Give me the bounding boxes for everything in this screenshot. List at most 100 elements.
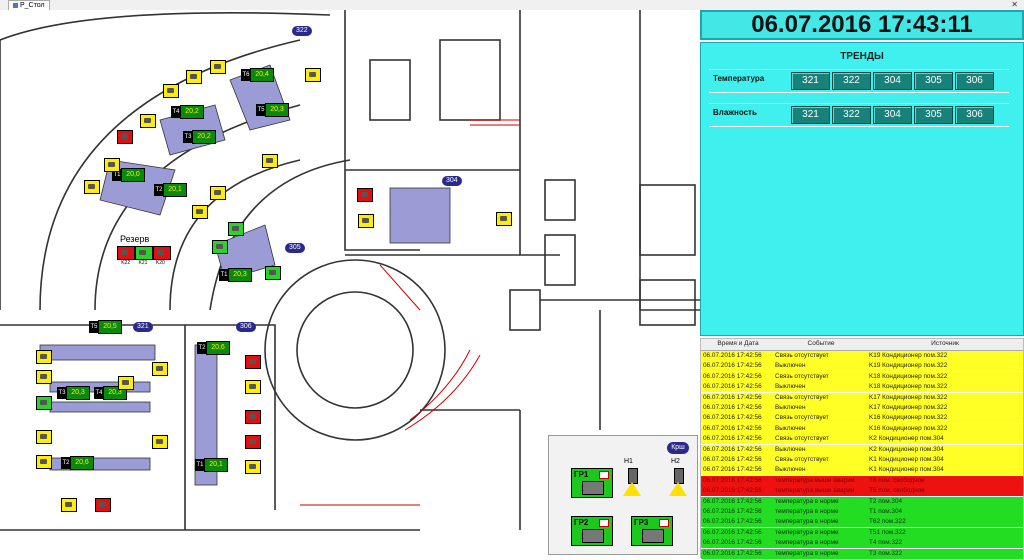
ac-unit-icon[interactable]: [210, 186, 226, 200]
ac-unit-icon[interactable]: [357, 188, 373, 202]
ac-unit-icon[interactable]: [305, 68, 321, 82]
ac-unit-icon[interactable]: [245, 380, 261, 394]
trend-row-label: Влажность: [713, 108, 757, 117]
trend-row-humidity: Влажность 321 322 304 305 306: [709, 103, 1009, 127]
reserve-label: Резерв: [120, 234, 150, 244]
event-cell-event: Выключен: [775, 404, 806, 411]
ac-unit-icon[interactable]: [265, 266, 281, 280]
pump-icon[interactable]: [669, 468, 687, 498]
close-icon[interactable]: ✕: [1011, 0, 1018, 9]
group-gr2[interactable]: ГР2: [571, 516, 613, 546]
ac-unit-icon[interactable]: [104, 158, 120, 172]
trend-button-hum-306[interactable]: 306: [955, 106, 994, 124]
trend-button-temp-305[interactable]: 305: [914, 72, 953, 90]
group-gr1[interactable]: ГР1: [571, 468, 613, 498]
trend-button-hum-322[interactable]: 322: [832, 106, 871, 124]
ac-unit-icon[interactable]: [186, 70, 202, 84]
trend-button-hum-305[interactable]: 305: [914, 106, 953, 124]
event-row[interactable]: 06.07.2016 17:42:56 температура выше авар…: [701, 475, 1023, 487]
ac-unit-icon[interactable]: [212, 240, 228, 254]
group-gr3[interactable]: ГР3: [631, 516, 673, 546]
trend-button-hum-321[interactable]: 321: [791, 106, 830, 124]
ac-unit-icon[interactable]: [117, 246, 135, 260]
col-header-event[interactable]: Событие: [807, 340, 835, 347]
trend-button-temp-321[interactable]: 321: [791, 72, 830, 90]
ac-unit-icon[interactable]: [84, 180, 100, 194]
event-cell-event: температура в норме: [775, 518, 839, 526]
ac-unit-icon[interactable]: [36, 396, 52, 410]
ac-unit-icon[interactable]: [496, 212, 512, 226]
ac-unit-icon[interactable]: [163, 84, 179, 98]
trend-button-temp-306[interactable]: 306: [955, 72, 994, 90]
ac-unit-icon[interactable]: [140, 114, 156, 128]
event-cell-time: 06.07.2016 17:42:56: [703, 518, 762, 526]
trend-button-temp-322[interactable]: 322: [832, 72, 871, 90]
col-header-source[interactable]: Источник: [931, 340, 959, 347]
ac-unit-icon[interactable]: [245, 460, 261, 474]
ac-unit-icon[interactable]: [262, 154, 278, 168]
ac-unit-icon[interactable]: [36, 430, 52, 444]
ac-unit-icon[interactable]: [153, 246, 171, 260]
ac-unit-icon[interactable]: [192, 205, 208, 219]
event-cell-source: K1 Кондиционер пом.304: [869, 456, 944, 463]
ac-unit-icon[interactable]: [358, 214, 374, 228]
event-cell-source: K18 Кондиционер пом.322: [869, 372, 948, 380]
ac-unit-icon[interactable]: [118, 376, 134, 390]
ac-unit-icon[interactable]: [135, 246, 153, 260]
ac-unit-icon[interactable]: [36, 350, 52, 364]
ac-unit-icon[interactable]: [210, 60, 226, 74]
event-cell-time: 06.07.2016 17:42:56: [703, 476, 762, 484]
ac-unit-icon[interactable]: [117, 130, 133, 144]
ac-unit-icon[interactable]: [95, 498, 111, 512]
ac-unit-icon[interactable]: [61, 498, 77, 512]
ac-unit-icon[interactable]: [152, 362, 168, 376]
alarm-icon: [599, 471, 609, 479]
trend-button-temp-304[interactable]: 304: [873, 72, 912, 90]
event-cell-event: температура выше аварии: [775, 476, 855, 484]
event-cell-time: 06.07.2016 17:42:56: [703, 549, 762, 557]
ac-unit-icon[interactable]: [36, 370, 52, 384]
window-tab[interactable]: P_Стол: [8, 0, 50, 10]
pump-icon[interactable]: [623, 468, 641, 498]
col-header-time[interactable]: Время и Дата: [717, 340, 759, 347]
ac-unit-icon[interactable]: [245, 435, 261, 449]
ac-unit-icon[interactable]: [36, 455, 52, 469]
ac-unit-icon[interactable]: [228, 222, 244, 236]
event-cell-time: 06.07.2016 17:42:56: [703, 497, 762, 505]
unit-icon: [642, 529, 664, 543]
trend-button-hum-304[interactable]: 304: [873, 106, 912, 124]
ac-unit-icon[interactable]: [245, 355, 261, 369]
ac-unit-icon[interactable]: [245, 410, 261, 424]
ac-unit-icon[interactable]: [152, 435, 168, 449]
